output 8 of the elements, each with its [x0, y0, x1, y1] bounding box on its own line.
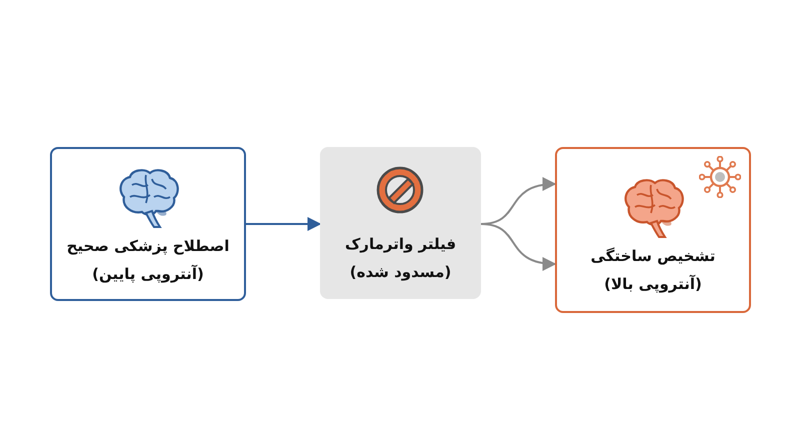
process-box [50, 147, 246, 301]
box-label: فیلتر واترمارک (مسدود شده) [344, 234, 458, 283]
filter-box [320, 147, 481, 299]
result-box [555, 147, 751, 313]
box-label: اصطلاح پزشکی صحیح (آنتروپی پایین) [66, 236, 230, 285]
arrow [246, 217, 322, 231]
arrow [480, 223, 556, 270]
box-label: تشخیص ساختگی (آنتروپی بالا) [590, 246, 716, 295]
